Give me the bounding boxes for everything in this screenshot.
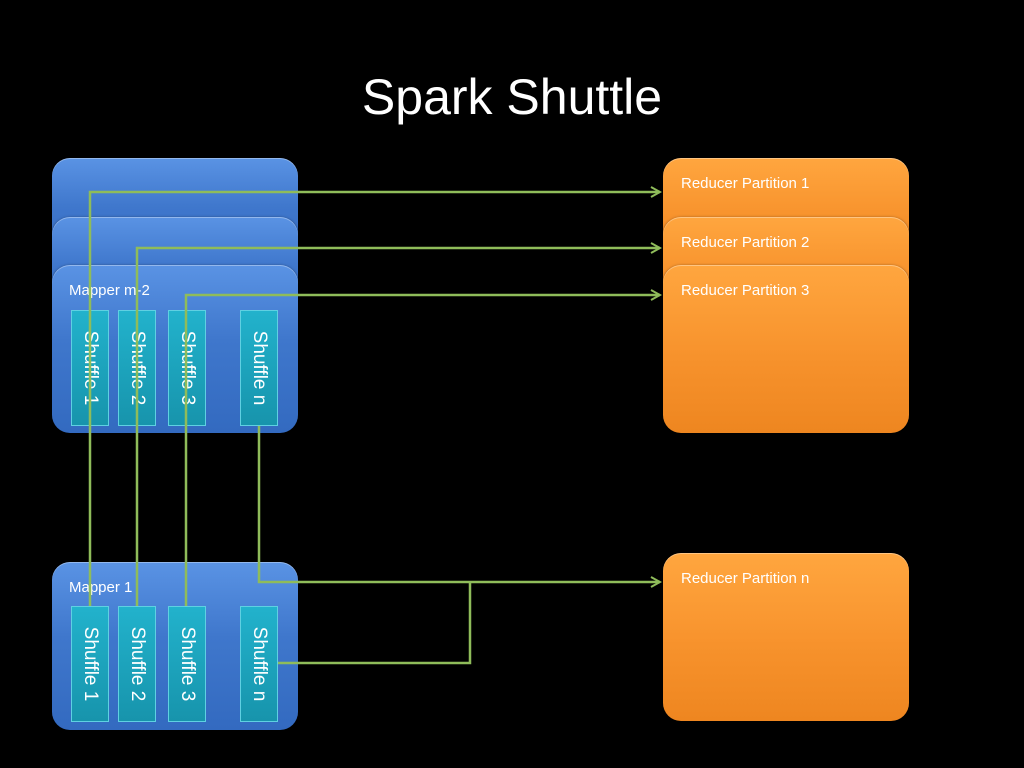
shuffle-block: Shuffle 2 (118, 606, 156, 722)
connector-shuffle-n-bottom (278, 582, 472, 665)
arrow-shuffle-3 (184, 295, 660, 606)
reducer-partition-3: Reducer Partition 3 (663, 265, 909, 433)
arrow-shuffle-2 (135, 248, 660, 606)
arrow-shuffle-1 (88, 192, 660, 606)
reducer-partition-n: Reducer Partition n (663, 553, 909, 721)
mapper-label: Mapper 1 (69, 579, 133, 596)
shuffle-block: Shuffle n (240, 606, 278, 722)
shuffle-block: Shuffle n (240, 310, 278, 426)
reducer-label: Reducer Partition 3 (681, 282, 810, 299)
reducer-label: Reducer Partition n (681, 570, 810, 587)
shuffle-block: Shuffle 1 (71, 606, 109, 722)
page-title: Spark Shuttle (361, 69, 663, 125)
arrow-shuffle-n (257, 426, 660, 582)
shuffle-block: Shuffle 3 (168, 606, 206, 722)
reducer-label: Reducer Partition 1 (681, 175, 810, 192)
reducer-label: Reducer Partition 2 (681, 234, 810, 251)
